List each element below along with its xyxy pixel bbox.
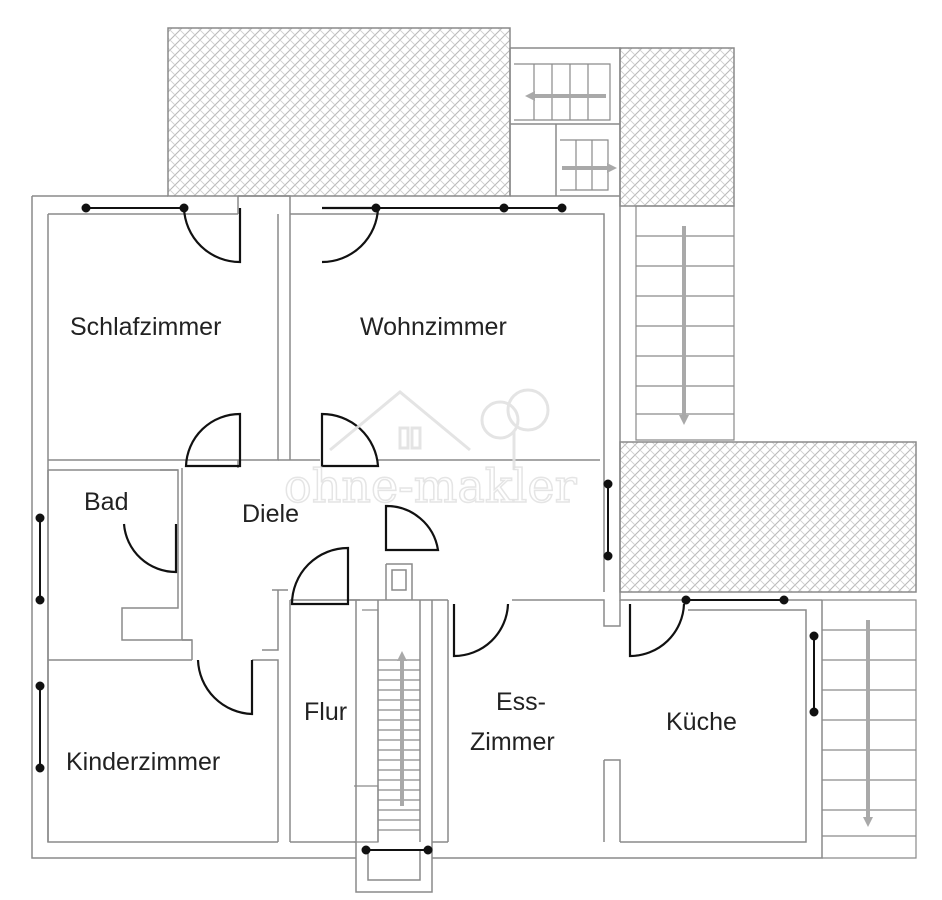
- door-ess: [452, 603, 510, 658]
- doors: [122, 206, 686, 716]
- terraces: [167, 27, 917, 593]
- watermark: ohne-makler: [283, 388, 577, 514]
- label-ess-line2: Zimmer: [470, 728, 555, 756]
- stair-flur: [378, 659, 420, 831]
- outer-wall: [31, 195, 823, 859]
- door-schlafzimmer-bottom: [184, 412, 242, 468]
- terrace-right: [619, 441, 917, 593]
- stair-arrows: [397, 91, 873, 827]
- label-kinderzimmer: Kinderzimmer: [66, 748, 220, 776]
- door-flur: [290, 546, 350, 606]
- terrace-top: [167, 27, 511, 197]
- label-wohnzimmer: Wohnzimmer: [360, 313, 507, 341]
- house-watermark-icon: [329, 390, 471, 452]
- windows: [35, 203, 819, 855]
- door-wohnzimmer-top: [321, 206, 380, 264]
- walls: [31, 47, 823, 893]
- wall-ess: [447, 599, 621, 842]
- room-labels: Schlafzimmer Wohnzimmer Bad Diele Flur E…: [66, 313, 737, 776]
- watermark-text: ohne-makler: [284, 459, 577, 513]
- wall-flur: [290, 599, 448, 858]
- label-bad: Bad: [84, 488, 128, 516]
- label-ess-line1: Ess-: [496, 688, 546, 716]
- door-bad: [122, 523, 178, 574]
- label-schlafzimmer: Schlafzimmer: [70, 313, 221, 341]
- label-flur: Flur: [304, 698, 347, 726]
- door-schlafzimmer-top: [182, 207, 242, 264]
- door-diele-right: [384, 504, 440, 552]
- door-wohnzimmer-bottom: [320, 412, 380, 468]
- tree-watermark-icon: [480, 388, 550, 470]
- label-diele: Diele: [242, 500, 299, 528]
- terrace-top-right: [619, 47, 735, 207]
- door-kinderzimmer: [196, 659, 254, 716]
- door-kueche: [628, 603, 686, 658]
- stair-top: [514, 63, 611, 121]
- label-kueche: Küche: [666, 708, 737, 736]
